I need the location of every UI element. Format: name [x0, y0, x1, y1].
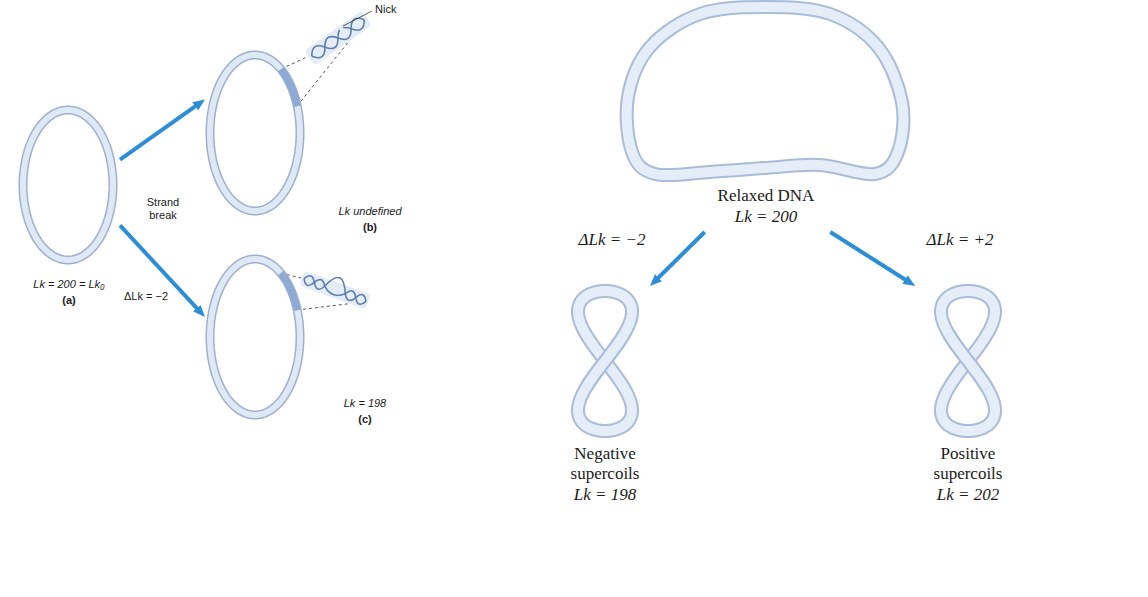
- reaction-arrow: [830, 232, 910, 283]
- dna-ring: [210, 259, 300, 415]
- nicked-circle: Lk undefined (b): [205, 50, 415, 240]
- reaction-arrow: [120, 225, 201, 312]
- helix-strand: [302, 274, 367, 306]
- linking-number: Lk = 198: [574, 485, 636, 505]
- arrow-label: ΔLk = −2: [577, 230, 648, 250]
- arrow-label: Strand break: [138, 196, 188, 221]
- negative-supercoil: Negative supercoilsLk = 198: [545, 286, 665, 508]
- linking-number: Lk undefined: [339, 205, 402, 218]
- supercoil-strand: [941, 291, 995, 431]
- dna-loop: [627, 7, 904, 175]
- arrow-label: ΔLk = −2: [122, 290, 170, 303]
- panel-letter: (c): [358, 413, 371, 426]
- reaction-arrow: [120, 103, 200, 160]
- leader-line: [343, 11, 372, 26]
- underwound-circle: Lk = 198 (c): [205, 254, 415, 434]
- dna-ring-outline: [23, 110, 113, 260]
- dna-ring: [23, 110, 113, 260]
- crossing-strand-outline: [586, 334, 625, 389]
- arrow-label: ΔLk = +2: [925, 230, 996, 250]
- underwound-helix: [299, 266, 372, 310]
- figure-caption: Positive supercoils: [918, 444, 1018, 483]
- supercoil-strand-outline: [578, 291, 632, 431]
- relaxed-circle: Lk = 200 = Lk₀ (a): [18, 106, 120, 312]
- highlighted-segment: [281, 273, 297, 310]
- highlighted-segment: [281, 69, 297, 106]
- linking-number: Lk = 200 = Lk₀: [33, 278, 104, 291]
- helix-strand: [308, 15, 367, 62]
- zoom-guide: [281, 56, 309, 69]
- callout-label: Nick: [375, 3, 396, 16]
- linking-number: Lk = 202: [937, 485, 999, 505]
- helix-band: [304, 11, 372, 66]
- crossing-strand: [586, 334, 625, 389]
- nicked-helix: [304, 11, 372, 66]
- supercoil-strand: [578, 291, 632, 431]
- supercoil-strand-outline: [941, 291, 995, 431]
- figure-caption: Negative supercoils: [555, 444, 655, 483]
- crossing-strand: [949, 334, 988, 389]
- helix-strand: [302, 266, 370, 305]
- linking-number: Lk = 198: [344, 397, 387, 410]
- figure-caption: Relaxed DNA: [718, 186, 815, 206]
- dna-loop-outline: [627, 7, 904, 175]
- panel-letter: (b): [363, 221, 377, 234]
- positive-supercoil: Positive supercoilsLk = 202: [908, 286, 1028, 508]
- relaxed-dna: Relaxed DNALk = 200: [620, 2, 912, 232]
- panel-letter: (a): [62, 294, 75, 307]
- linking-number: Lk = 200: [735, 207, 797, 227]
- reaction-arrow: [654, 232, 704, 282]
- helix-strand: [308, 15, 367, 62]
- dna-ring-outline: [210, 259, 300, 415]
- dna-ring: [210, 55, 300, 211]
- dna-ring-outline: [210, 55, 300, 211]
- crossing-strand-outline: [949, 334, 988, 389]
